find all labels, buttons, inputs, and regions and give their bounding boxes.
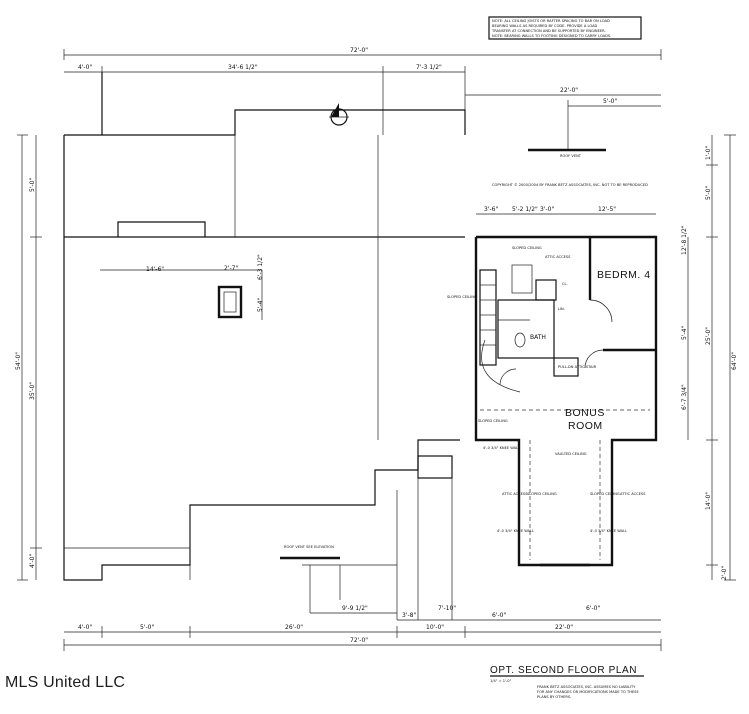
liability-line-1: FRANK BETZ ASSOCIATES, INC. ASSUMES NO L…	[537, 685, 636, 689]
note-pull-down: PULL-DN ATTIC STAIR	[558, 365, 597, 369]
liability-line-2: FOR ANY CHANGES OR MODIFICATIONS MADE TO…	[537, 690, 639, 694]
room-bath: BATH	[530, 334, 546, 341]
dim-top-overall: 72'-0"	[350, 47, 368, 54]
dim-right-a: 1'-0"	[705, 146, 712, 160]
roof-outline	[63, 72, 466, 613]
header-note-line-4: NOTE: BEARING WALLS TO FOOTING DESIGNED …	[492, 34, 611, 38]
dim-right-e: 2'-0"	[721, 566, 728, 580]
liability-line-3: PLANS BY OTHERS.	[537, 695, 571, 699]
note-sloped-5: SLOPED CEILING	[447, 295, 477, 299]
dim-bottom-c: 26'-0"	[285, 624, 303, 631]
dim-bottom-f: 3'-8"	[402, 612, 416, 619]
dim-stair-d: 12'-5"	[598, 206, 616, 213]
note-attic-access-1: ATTIC ACCESS	[545, 255, 571, 259]
note-sloped-4: SLOPED CEILING	[590, 492, 620, 496]
room-labels: BEDRM. 4 BATH BONUS ROOM	[530, 269, 651, 432]
note-attic-access-2: ATTIC ACCESS	[502, 492, 528, 496]
dim-bonus-a: 6'-7 3/4"	[681, 384, 688, 410]
note-knee-wall-2: 4'-0 3/4" KNEE WALL	[497, 529, 534, 533]
dim-inner-c: 6'-3 1/2"	[257, 254, 264, 280]
note-sloped-2: SLOPED CEILING	[478, 419, 508, 423]
right-dimensions: 64'-0" 1'-0" 5'-0" 25'-0" 14'-0" 2'-0" 1…	[681, 134, 738, 581]
dim-inner-e: 9'-9 1/2"	[342, 605, 368, 612]
header-note-line-3: TRANSFER AT CONNECTION AND BE SUPPORTED …	[491, 29, 606, 33]
dim-stair-a: 3'-6"	[484, 206, 498, 213]
vent-chase	[396, 455, 453, 620]
top-dimensions: 72'-0" 4'-0" 34'-6 1/2" 7'-3 1/2" 22'-0"…	[63, 47, 662, 150]
dim-bed-b: 5'-4"	[681, 326, 688, 340]
dim-inner-b: 2'-7"	[224, 265, 238, 272]
drawing-title: OPT. SECOND FLOOR PLAN	[490, 665, 637, 676]
note-closet: CL.	[562, 282, 568, 286]
note-attic-access-3: ATTIC ACCESS	[620, 492, 646, 496]
bottom-dimensions: 4'-0" 5'-0" 26'-0" 10'-0" 22'-0" 72'-0" …	[63, 605, 662, 651]
dim-stair-c: 3'-0"	[540, 206, 554, 213]
dim-bottom-a: 4'-0"	[78, 624, 92, 631]
dim-top-a: 4'-0"	[78, 64, 92, 71]
left-dimensions: 54'-0" 5'-0" 35'-0" 4'-0"	[15, 134, 42, 581]
dim-right-b: 5'-0"	[705, 186, 712, 200]
dim-top-b: 34'-6 1/2"	[228, 64, 258, 71]
watermark: MLS United LLC	[5, 674, 126, 691]
drawing-scale: 1/4" = 1'-0"	[490, 679, 512, 683]
roof-vent-top: ROOF VENT	[528, 148, 606, 158]
dim-inner-a: 14'-6"	[146, 266, 164, 273]
title-block: OPT. SECOND FLOOR PLAN 1/4" = 1'-0" FRAN…	[490, 665, 644, 699]
dim-bottom-e: 22'-0"	[555, 624, 573, 631]
north-arrow-icon	[329, 103, 349, 126]
dim-top-c: 7'-3 1/2"	[416, 64, 442, 71]
dim-bottom-b: 5'-0"	[140, 624, 154, 631]
attic-annotations: SLOPED CEILING ATTIC ACCESS LIN. CL. PUL…	[280, 246, 646, 567]
note-knee-wall-3: 4'-0 3/4" KNEE WALL	[590, 529, 627, 533]
note-sloped-1: SLOPED CEILING	[512, 246, 542, 250]
dim-left-b: 35'-0"	[29, 382, 36, 400]
dim-left-a: 5'-0"	[29, 178, 36, 192]
note-vaulted: VAULTED CEILING	[555, 452, 587, 456]
dim-right-overall: 64'-0"	[731, 352, 738, 370]
dim-top-d: 22'-0"	[560, 87, 578, 94]
second-floor-walls: 3'-6" 5'-2 1/2" 3'-0" 12'-5"	[474, 206, 658, 567]
header-note-line-1: NOTE: ALL CEILING JOISTS OR RAFTER SPACI…	[492, 19, 610, 23]
room-bonus-line2: ROOM	[568, 420, 603, 432]
note-linen: LIN.	[558, 307, 565, 311]
dim-bottom-overall: 72'-0"	[350, 637, 368, 644]
note-knee-wall-1: 4'-0 3/4" KNEE WALL	[483, 446, 520, 450]
dim-left-c: 4'-0"	[29, 554, 36, 568]
dim-bottom-h: 6'-0"	[492, 612, 506, 619]
chase-box: 14'-6" 2'-7" 6'-3 1/2" 5'-4"	[146, 254, 264, 319]
dim-bottom-d: 10'-0"	[426, 624, 444, 631]
dim-top-e: 5'-0"	[603, 98, 617, 105]
dim-stair-b: 5'-2 1/2"	[512, 206, 538, 213]
dim-bottom-g: 7'-10"	[438, 605, 456, 612]
roof-vent-label: ROOF VENT	[560, 154, 582, 158]
note-sloped-3: SLOPED CEILING	[527, 492, 557, 496]
note-roof-elevation: ROOF VENT SEE ELEVATION	[284, 545, 334, 549]
room-bonus-line1: BONUS	[565, 407, 605, 419]
header-note-line-2: BEARING WALLS AS REQUIRED BY CODE. PROVI…	[492, 24, 598, 28]
copyright-note: COPYRIGHT © 2000/2004 BY FRANK BETZ ASSO…	[492, 183, 648, 187]
dim-inner-d: 5'-4"	[257, 298, 264, 312]
dim-bottom-i: 6'-0"	[586, 605, 600, 612]
dim-bed-a: 12'-8 1/2"	[681, 225, 688, 255]
header-note: NOTE: ALL CEILING JOISTS OR RAFTER SPACI…	[488, 16, 642, 40]
dim-right-d: 14'-0"	[705, 492, 712, 510]
dim-right-c: 25'-0"	[705, 327, 712, 345]
dim-left-overall: 54'-0"	[15, 352, 22, 370]
room-bedroom-4: BEDRM. 4	[597, 269, 651, 281]
